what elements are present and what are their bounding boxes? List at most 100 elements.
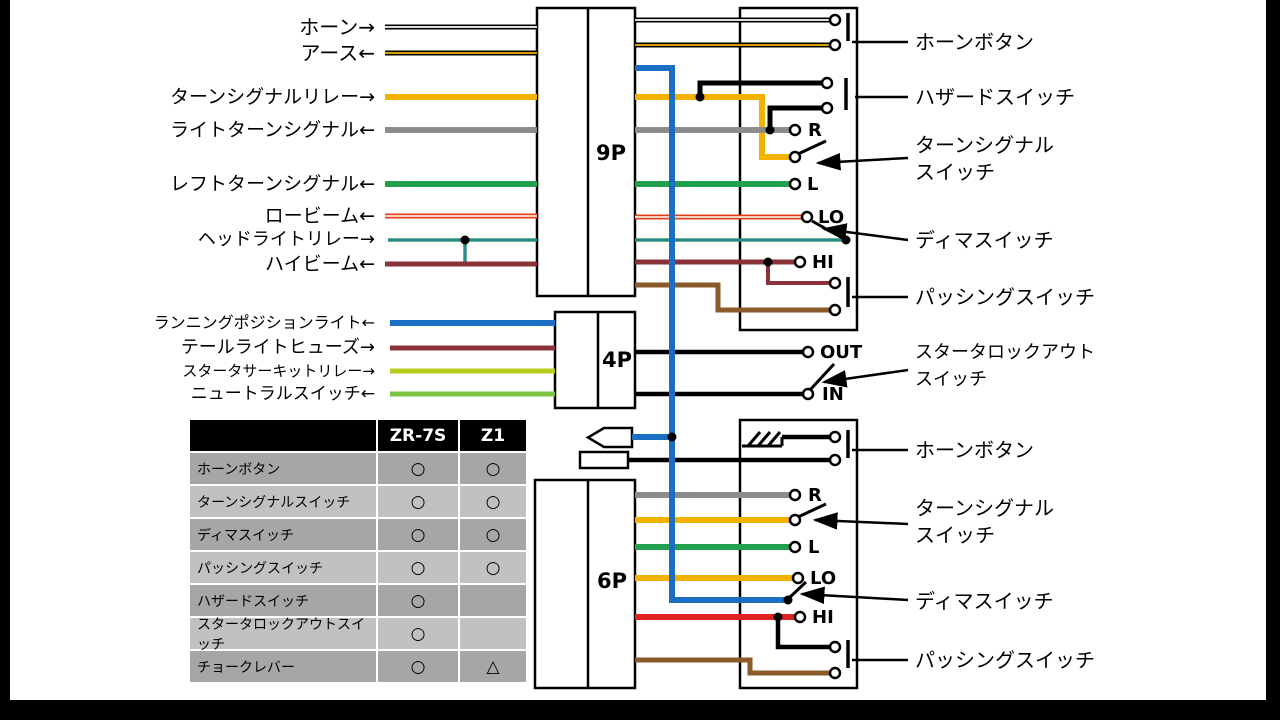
frame-bar-right (1266, 0, 1280, 720)
terminal-passing2-2 (828, 666, 842, 680)
table-row-name: チョークレバー (190, 651, 376, 682)
table-row-name: スタータロックアウトスイッチ (190, 617, 376, 653)
table-row-z1: △ (460, 651, 526, 682)
terminal-horn2-2 (828, 453, 842, 467)
leader-dimmer-top (821, 223, 909, 242)
label-horn-button-bottom: ホーンボタン (915, 438, 1034, 462)
label-starter-lockout-switch: スタータロックアウト スイッチ (915, 342, 1095, 390)
table-row-z1: ○ (460, 519, 526, 550)
junction-dot (765, 125, 775, 135)
table-row-name: ターンシグナルスイッチ (190, 486, 376, 517)
leader-turn-top (815, 153, 909, 171)
leader-dimmer-bottom (799, 586, 909, 605)
wire-passing-brown (635, 282, 835, 313)
table-row-zr7s: ○ (378, 453, 458, 484)
terminal-passing-2 (828, 303, 842, 317)
terminal-labels: R L LO HI OUT IN R L LO HI (807, 120, 863, 628)
bullet-connector-male (585, 426, 634, 449)
label-headlight-relay: ヘッドライトリレー→ (197, 229, 375, 250)
label-neutral-switch: ニュートラルスイッチ← (190, 384, 375, 404)
label-starter-circuit-relay: スタータサーキットリレー→ (182, 362, 375, 380)
label-turn-signal-switch-top: ターンシグナル スイッチ (915, 133, 1054, 184)
label-tail-light-fuse: テールライトヒューズ→ (180, 337, 375, 358)
terminal-hazard-2 (820, 101, 834, 115)
table-header-z1: Z1 (460, 420, 526, 451)
terminal-label-l-bot: L (808, 537, 819, 558)
terminal-dimmer-hi (793, 255, 807, 269)
wire-passing-drop-lower (775, 617, 835, 650)
table-header-zr7s: ZR-7S (378, 420, 458, 451)
connector-6p-label: 6P (597, 569, 627, 593)
table-row-name: ホーンボタン (190, 453, 376, 484)
table-row-z1: ○ (460, 486, 526, 517)
leader-lines (799, 40, 909, 662)
label-turn-signal-switch-bottom: ターンシグナル スイッチ (915, 496, 1054, 547)
table-row-name: ハザードスイッチ (190, 585, 376, 616)
label-low-beam: ロービーム← (264, 205, 375, 227)
ground-symbol (742, 431, 784, 448)
terminal-label-r-top: R (808, 120, 822, 141)
terminal-horn-2 (828, 38, 842, 52)
terminal-lockout-in (801, 387, 815, 401)
terminal-horn2-1 (828, 430, 842, 444)
terminal-passing2-1 (828, 640, 842, 654)
label-high-beam: ハイビーム← (265, 253, 375, 275)
table-row-zr7s: ○ (378, 651, 458, 682)
label-left-turn-signal: レフトターンシグナル← (170, 173, 375, 195)
terminal-label-lo-bot: LO (810, 568, 836, 589)
table-row-zr7s: ○ (378, 486, 458, 517)
bullet-connector-female (578, 450, 630, 470)
label-turn-signal-relay: ターンシグナルリレー→ (170, 86, 375, 108)
terminal-label-hi-top: HI (812, 252, 834, 273)
leader-lockout (821, 368, 909, 388)
connector-4p: 4P (553, 310, 637, 410)
wire-hazard-feed-a (697, 80, 827, 97)
label-horn: ホーン→ (299, 15, 375, 39)
label-horn-button-top: ホーンボタン (915, 30, 1034, 54)
terminal-turn-common (788, 150, 802, 164)
terminal-circles (788, 13, 842, 680)
table-row-name: パッシングスイッチ (190, 552, 376, 583)
terminal-label-out: OUT (820, 342, 863, 363)
terminal-turn-r (788, 123, 802, 137)
junction-dot (695, 92, 705, 102)
label-running-position-light: ランニングポジションライト← (153, 313, 375, 332)
terminal-turn-l (788, 177, 802, 191)
terminal-turn2-l (788, 540, 802, 554)
connector-9p-label: 9P (596, 141, 626, 165)
terminal-lockout-out (801, 345, 815, 359)
junction-dot (773, 612, 783, 622)
table-row-z1: ○ (460, 552, 526, 583)
wire-running-light-main (632, 65, 788, 603)
junction-dot (460, 235, 470, 245)
frame-bar-bottom (0, 700, 1280, 720)
terminal-label-lo-top: LO (818, 207, 844, 228)
terminal-dimmer2-hi (793, 610, 807, 624)
label-hazard-switch: ハザードスイッチ (915, 85, 1075, 109)
junction-dot (763, 257, 773, 267)
wire-blue-main (635, 65, 788, 603)
table-row-name: ディマスイッチ (190, 519, 376, 550)
connector-9p: 9P (535, 6, 637, 298)
terminal-passing-1 (828, 276, 842, 290)
terminal-dimmer-lo (800, 210, 814, 224)
terminal-label-hi-bot: HI (812, 607, 834, 628)
terminal-label-l-top: L (807, 174, 818, 195)
leader-turn-bottom (812, 512, 909, 530)
frame-bar-left (0, 0, 10, 720)
table-header-blank (190, 420, 376, 451)
turn2-lever (797, 502, 827, 519)
compat-table: ZR-7S Z1 ホーンボタン ○ ○ ターンシグナルスイッチ ○ ○ ディマス… (190, 420, 526, 682)
wire-passing-brown-lower (635, 657, 835, 676)
label-passing-switch-top: パッシングスイッチ (915, 285, 1095, 309)
dimmer2-lever (786, 580, 808, 601)
table-row-zr7s: ○ (378, 585, 458, 616)
terminal-turn2-common (788, 513, 802, 527)
label-earth: アース← (300, 41, 375, 65)
label-dimmer-switch-top: ディマスイッチ (915, 228, 1054, 252)
junction-dot (667, 432, 677, 442)
terminal-hazard-1 (820, 76, 834, 90)
terminal-dimmer2-lo (791, 571, 805, 585)
